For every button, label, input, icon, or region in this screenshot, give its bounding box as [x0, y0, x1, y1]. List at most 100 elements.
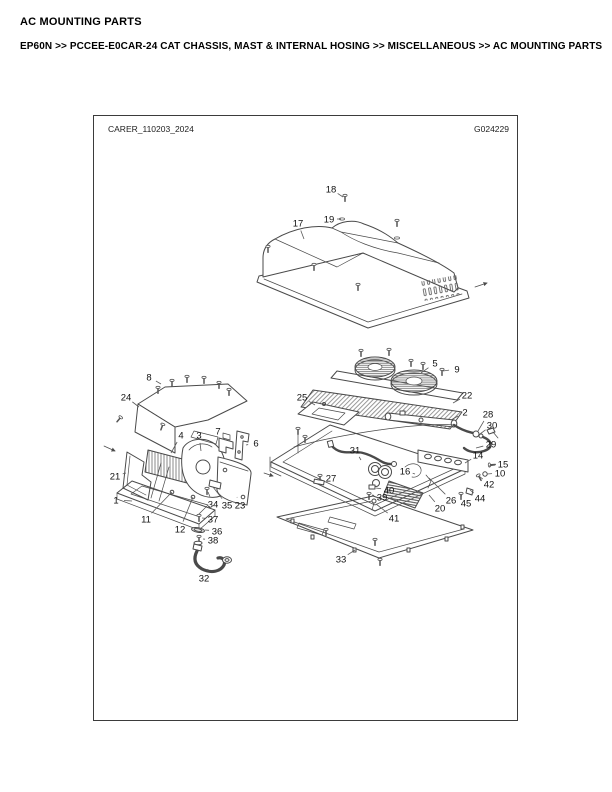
drawing-number: G024229 [474, 124, 509, 134]
part-number-20: 20 [435, 504, 446, 515]
leader-line-1 [124, 500, 132, 501]
part-number-11: 11 [141, 515, 151, 526]
part-number-32: 32 [199, 574, 210, 585]
part-number-21: 21 [110, 472, 121, 483]
leader-line-34 [208, 492, 210, 497]
part-number-33: 33 [336, 555, 347, 566]
leader-line-29 [476, 446, 483, 448]
bottom-panel-part-33 [277, 496, 473, 566]
leader-line-30 [480, 430, 486, 434]
part-number-35: 35 [222, 501, 233, 512]
part-number-24: 24 [121, 393, 132, 404]
condenser-fan-part-9 [391, 370, 437, 395]
condenser-fan-part-5 [355, 357, 395, 380]
part-number-16: 16 [400, 467, 411, 478]
leader-line-21 [123, 473, 126, 474]
part-number-39: 39 [377, 493, 388, 504]
leader-line-7 [223, 437, 225, 440]
leader-line-33 [348, 550, 355, 555]
drain-hose-part-31 [327, 440, 396, 466]
leader-line-5 [421, 368, 428, 373]
leader-line-17 [301, 230, 304, 239]
leader-line-25 [309, 401, 315, 405]
part-number-22: 22 [462, 391, 473, 402]
part-number-12: 12 [175, 525, 186, 536]
part-number-19: 19 [324, 215, 335, 226]
part-number-9: 9 [454, 365, 459, 376]
leader-line-45 [461, 495, 462, 496]
refrigerant-hoses-parts-28-29-30 [294, 425, 498, 453]
page-title: AC MOUNTING PARTS [20, 16, 142, 28]
part-number-4: 4 [178, 431, 183, 442]
part-number-10: 10 [495, 469, 506, 480]
drawing-frame: CARER_110203_2024 G024229 [93, 115, 518, 721]
roof-shroud-part-17 [257, 221, 488, 328]
drain-elbow-part-32 [193, 541, 232, 571]
leader-line-16 [413, 473, 415, 474]
part-number-2: 2 [462, 408, 467, 419]
part-number-41: 41 [389, 514, 400, 525]
gasket-plate-part-25 [298, 402, 359, 425]
leader-line-15 [489, 465, 495, 466]
part-number-3: 3 [196, 431, 201, 442]
leader-line-4 [171, 442, 177, 453]
direction-arrow [475, 282, 488, 287]
leader-line-35 [213, 487, 222, 499]
leader-line-11 [152, 492, 172, 513]
compressor-mounts-part-16-area [314, 463, 423, 511]
leader-line-40 [376, 488, 381, 489]
leader-line-18 [338, 193, 343, 197]
condenser-coil-part-2 [301, 390, 462, 429]
side-rail-part-14 [418, 450, 468, 488]
breadcrumb: EP60N >> PCCEE-E0CAR-24 CAT CHASSIS, MAS… [20, 41, 603, 52]
part-number-25: 25 [297, 393, 308, 404]
part-number-27: 27 [326, 474, 337, 485]
part-number-40: 40 [384, 486, 395, 497]
leader-line-42 [479, 476, 483, 479]
part-number-1: 1 [113, 496, 118, 507]
drain-parts-36-37-38 [191, 513, 205, 543]
part-number-31: 31 [350, 446, 361, 457]
part-number-8: 8 [146, 373, 151, 384]
leader-line-8 [156, 381, 161, 384]
leader-line-2 [451, 416, 458, 420]
part-number-36: 36 [212, 527, 223, 538]
part-number-45: 45 [461, 499, 472, 510]
leader-line-24 [132, 402, 139, 407]
part-number-5: 5 [432, 359, 437, 370]
part-number-29: 29 [486, 440, 497, 451]
leader-line-22 [453, 399, 460, 403]
part-number-30: 30 [487, 421, 498, 432]
part-number-6: 6 [253, 439, 258, 450]
leader-line-12 [183, 497, 193, 522]
part-number-28: 28 [483, 410, 494, 421]
leader-line-26 [429, 478, 445, 494]
part-number-34: 34 [208, 500, 219, 511]
leader-line-3 [200, 443, 201, 451]
part-number-38: 38 [208, 536, 219, 547]
part-number-14: 14 [473, 451, 484, 462]
leader-line-44 [470, 490, 474, 493]
leader-line-20 [429, 495, 435, 502]
leader-line-9 [443, 370, 449, 371]
part-number-42: 42 [484, 480, 495, 491]
leader-line-28 [478, 421, 484, 431]
fasteners-parts-34-35 [204, 480, 221, 495]
part-number-18: 18 [326, 185, 337, 196]
part-number-37: 37 [208, 515, 219, 526]
leader-line-32 [207, 569, 208, 571]
part-number-44: 44 [475, 494, 486, 505]
part-number-26: 26 [446, 496, 457, 507]
part-number-15: 15 [498, 460, 509, 471]
bracket-part-6 [235, 431, 249, 460]
leader-line-41 [376, 504, 388, 513]
exploded-view-diagram: 1234567891011121415161718192021222324252… [94, 185, 509, 585]
mount-panel-part-23 [217, 457, 251, 505]
evaporator-hood-part-24 [104, 384, 247, 453]
leader-line-14 [465, 459, 471, 463]
part-number-23: 23 [235, 501, 246, 512]
leader-line-31 [359, 457, 361, 460]
document-reference: CARER_110203_2024 [108, 124, 194, 134]
